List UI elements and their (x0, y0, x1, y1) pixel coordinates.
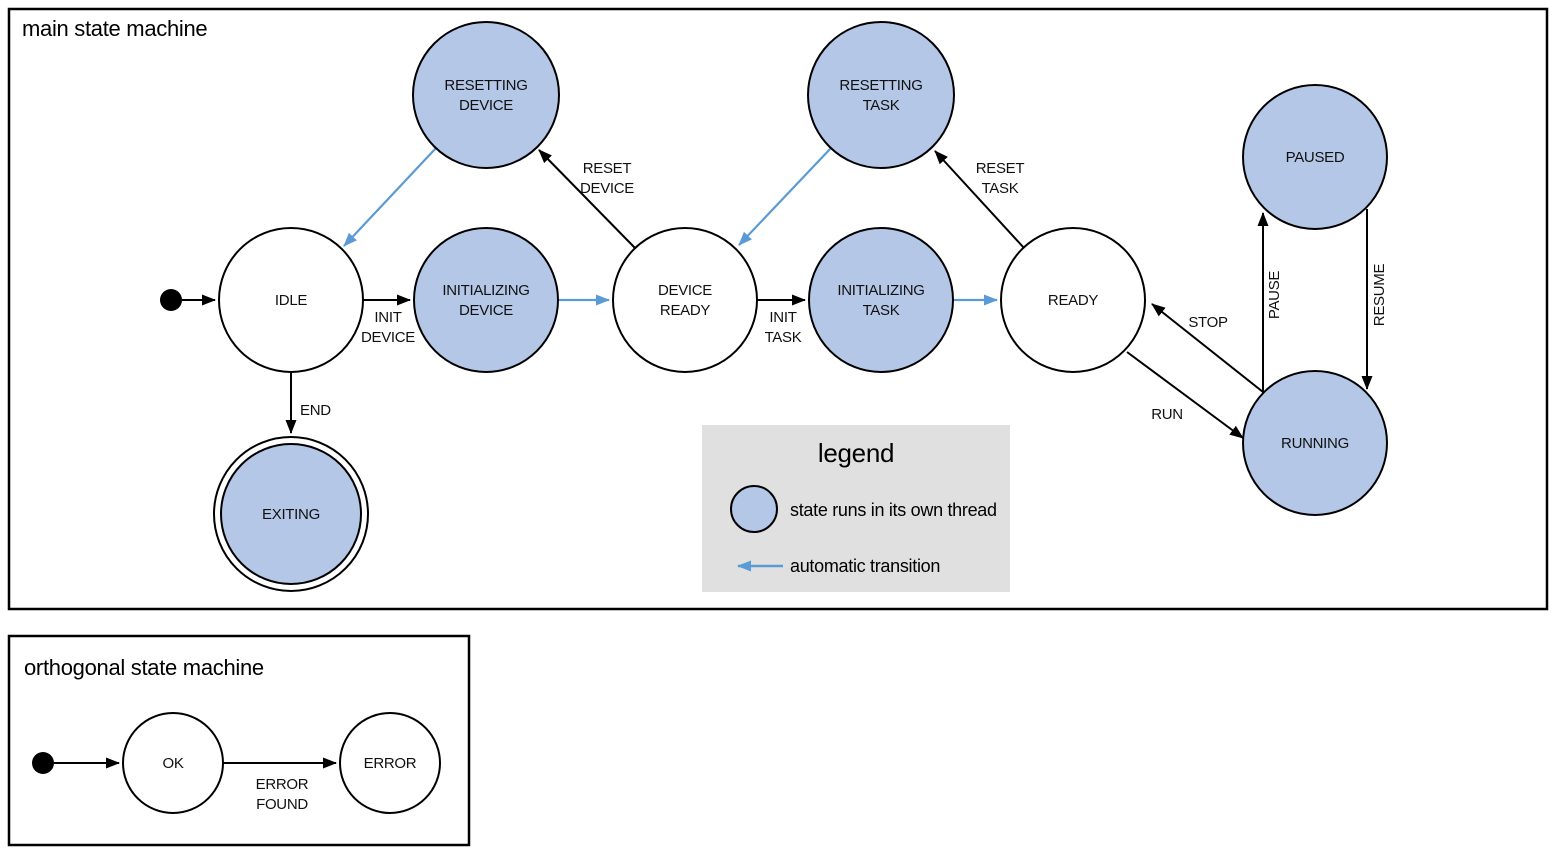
transition-end: END (285, 372, 332, 434)
transition-stop: STOP (1151, 303, 1264, 393)
state-circle (612, 227, 758, 373)
transition-label: STOP (1188, 314, 1228, 331)
transition-init-device: INIT DEVICE (361, 294, 416, 346)
state-resetting-task: RESETTING TASK (807, 21, 955, 169)
state-circle (1242, 370, 1388, 516)
state-label: PAUSED (1286, 149, 1345, 166)
transition-label: RUN (1151, 406, 1183, 423)
main-title: main state machine (22, 16, 207, 41)
initial-state-dot-orthogonal (32, 752, 54, 774)
automatic-transition-line (343, 147, 437, 247)
legend-auto-label: automatic transition (790, 556, 940, 576)
legend: legend state runs in its own thread auto… (702, 425, 1010, 592)
state-label: IDLE (275, 292, 307, 309)
state-label: OK (162, 755, 183, 772)
state-label: READY (1048, 292, 1098, 309)
transition-label-line2: FOUND (256, 796, 308, 813)
state-label-line1: INITIALIZING (837, 282, 924, 299)
state-circle (339, 712, 441, 814)
state-label-line1: INITIALIZING (442, 282, 529, 299)
state-label-line2: TASK (863, 97, 900, 114)
state-circle (412, 21, 560, 169)
state-label-line1: DEVICE (658, 282, 712, 299)
transition-label-line2: DEVICE (361, 329, 415, 346)
transition-label: RESUME (1371, 264, 1388, 327)
state-label-line1: RESETTING (839, 77, 922, 94)
initial-state-dot-main (160, 289, 182, 311)
transition-resume: RESUME (1361, 209, 1388, 390)
state-circle (220, 443, 362, 585)
transition-label-line2: DEVICE (580, 180, 634, 197)
transition-line (1151, 303, 1264, 393)
transition-label-line1: INIT (374, 309, 401, 326)
transition-line (934, 150, 1025, 249)
state-label-line2: DEVICE (459, 302, 513, 319)
state-circle (218, 227, 364, 373)
state-ready: READY (1000, 227, 1146, 373)
state-circle (807, 21, 955, 169)
transition-reset-device: RESET DEVICE (538, 149, 636, 249)
state-circle (1000, 227, 1146, 373)
state-initializing-task: INITIALIZING TASK (808, 227, 954, 373)
transition-error-found: ERROR FOUND (223, 757, 337, 813)
transition-reset-task: RESET TASK (934, 150, 1025, 249)
legend-title: legend (818, 438, 894, 468)
transition-auto-resetting-device-to-idle (343, 147, 437, 247)
state-running: RUNNING (1242, 370, 1388, 516)
transition-run: RUN (1126, 351, 1244, 439)
automatic-transition-line (738, 147, 832, 246)
transition-auto-resetting-task-to-device-ready (738, 147, 832, 246)
transition-label-line2: TASK (765, 329, 802, 346)
state-label: RUNNING (1281, 435, 1349, 452)
transition-pause: PAUSE (1257, 212, 1283, 393)
state-paused: PAUSED (1242, 84, 1388, 230)
transition-label: END (300, 402, 331, 419)
transition-label-line2: TASK (982, 180, 1019, 197)
state-label-line2: DEVICE (459, 97, 513, 114)
state-device-ready: DEVICE READY (612, 227, 758, 373)
state-label-line2: READY (660, 302, 710, 319)
state-circle (808, 227, 954, 373)
state-ok: OK (122, 712, 224, 814)
legend-threaded-state-icon (730, 485, 778, 533)
transition-line (1126, 351, 1244, 439)
transition-init-task: INIT TASK (757, 294, 806, 346)
state-label-line2: TASK (863, 302, 900, 319)
state-circle (413, 227, 559, 373)
state-circle (122, 712, 224, 814)
transition-label-line1: INIT (769, 309, 796, 326)
transition-label: PAUSE (1266, 271, 1283, 320)
orthogonal-title: orthogonal state machine (24, 655, 264, 680)
transition-line (538, 149, 636, 249)
state-resetting-device: RESETTING DEVICE (412, 21, 560, 169)
transition-label-line1: ERROR (256, 776, 309, 793)
state-label-line1: RESETTING (444, 77, 527, 94)
state-idle: IDLE (218, 227, 364, 373)
transition-label-line1: RESET (976, 160, 1025, 177)
state-circle (1242, 84, 1388, 230)
state-error: ERROR (339, 712, 441, 814)
state-label: EXITING (262, 506, 320, 523)
state-initializing-device: INITIALIZING DEVICE (413, 227, 559, 373)
legend-threaded-label: state runs in its own thread (790, 500, 997, 520)
state-exiting: EXITING (213, 436, 369, 592)
transition-label-line1: RESET (583, 160, 632, 177)
state-label: ERROR (364, 755, 417, 772)
